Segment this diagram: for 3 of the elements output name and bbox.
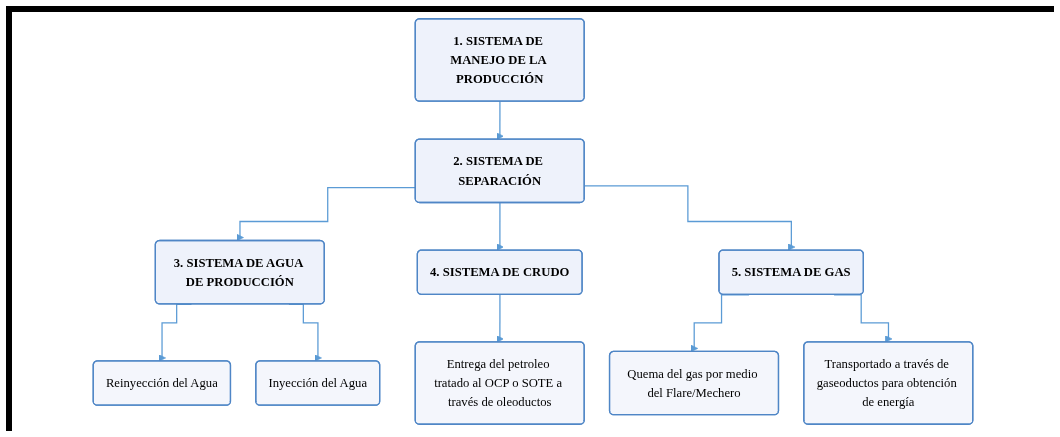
- arrow: [496, 100, 504, 140]
- arrow: [496, 294, 504, 343]
- arrow: [496, 202, 504, 251]
